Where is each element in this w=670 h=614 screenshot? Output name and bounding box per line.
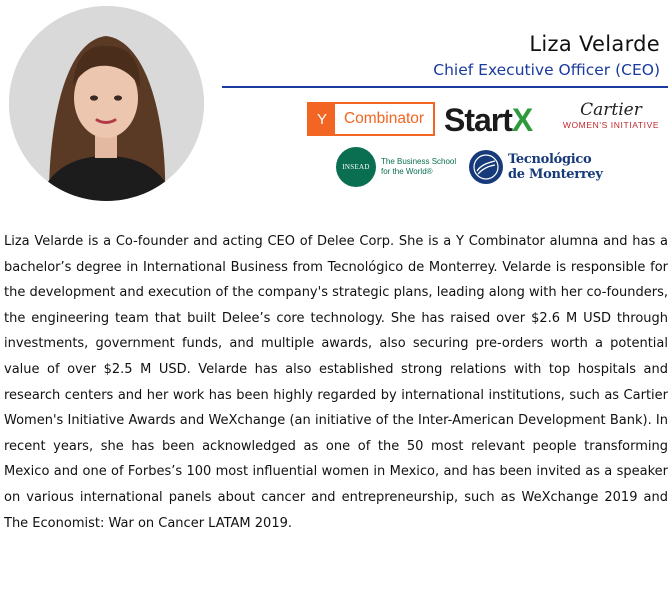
tec-name-line2: de Monterrey [508, 167, 603, 182]
ycombinator-logo: Y Combinator [307, 102, 435, 136]
ycombinator-text: Combinator [343, 110, 425, 127]
tec-seal-icon [469, 150, 503, 184]
tec-name: Tecnológico de Monterrey [508, 152, 603, 182]
portrait-illustration [9, 6, 204, 201]
insead-badge: INSEAD [336, 147, 376, 187]
person-title: Chief Executive Officer (CEO) [433, 61, 660, 79]
person-name: Liza Velarde [529, 32, 660, 56]
tec-name-line1: Tecnológico [508, 152, 592, 167]
portrait-photo [9, 6, 204, 201]
startx-mark: X [511, 101, 533, 138]
ycombinator-mark: Y [309, 104, 335, 134]
cartier-brand: Cartier [580, 100, 642, 120]
insead-logo: INSEAD The Business School for the World… [336, 145, 460, 189]
bio-paragraph: Liza Velarde is a Co-founder and acting … [4, 234, 668, 531]
insead-tagline: The Business School for the World® [381, 157, 457, 176]
cartier-logo: Cartier WOMEN'S INITIATIVE [555, 100, 667, 140]
header-divider [222, 86, 668, 88]
tecnologico-logo: Tecnológico de Monterrey [468, 146, 608, 188]
cartier-subtitle: WOMEN'S INITIATIVE [562, 120, 660, 130]
startx-text: Start [444, 101, 513, 138]
